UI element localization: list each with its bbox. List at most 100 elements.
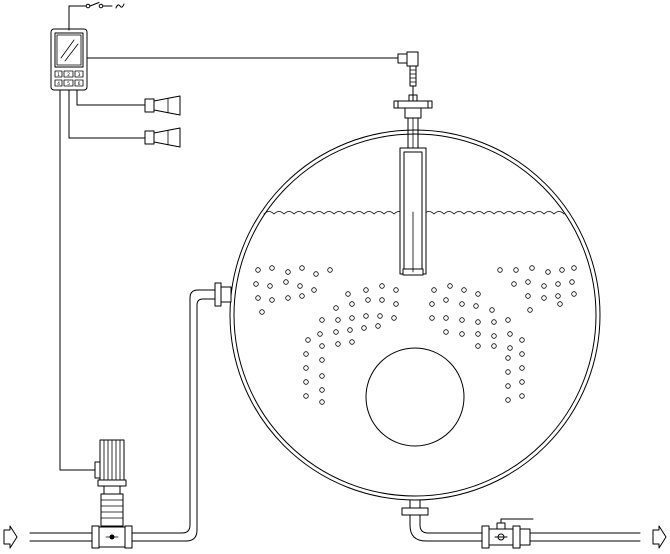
- steam-bubble: [361, 325, 367, 331]
- steam-bubble: [475, 291, 481, 297]
- keypad-key[interactable]: 2: [67, 72, 70, 78]
- steam-bubble: [333, 329, 339, 335]
- steam-bubble: [541, 283, 547, 289]
- steam-bubble: [335, 341, 341, 347]
- steam-bubble: [269, 297, 275, 303]
- steam-bubble: [269, 265, 275, 271]
- steam-bubble: [285, 269, 291, 275]
- steam-bubble: [447, 283, 453, 289]
- steam-bubble: [377, 313, 383, 319]
- steam-bubble: [519, 379, 525, 385]
- ball-valve-icon[interactable]: [481, 518, 534, 549]
- steam-bubble: [255, 295, 261, 301]
- steam-bubble: [559, 267, 565, 273]
- steam-bubble: [363, 287, 369, 293]
- steam-bubble: [505, 317, 511, 323]
- steam-bubble: [511, 281, 517, 287]
- steam-bubble: [303, 365, 309, 371]
- keypad-key[interactable]: 4: [57, 81, 60, 87]
- steam-bubble: [555, 281, 561, 287]
- steam-bubble: [303, 379, 309, 385]
- steam-bubble: [571, 291, 577, 297]
- steam-bubble: [391, 315, 397, 321]
- steam-bubble: [431, 287, 437, 293]
- steam-bubble: [489, 307, 495, 313]
- steam-bubble: [519, 393, 525, 399]
- steam-bubble: [497, 267, 503, 273]
- steam-bubble: [505, 383, 511, 389]
- control-panel-icon[interactable]: 1 2 3 4 5 6: [50, 28, 88, 91]
- horn-icon: [144, 127, 181, 148]
- steam-bubble: [333, 305, 339, 311]
- steam-bubble: [519, 337, 525, 343]
- steam-bubble: [443, 297, 449, 303]
- steam-bubble: [571, 265, 577, 271]
- steam-bubble: [525, 279, 531, 285]
- controller-keypad[interactable]: 1 2 3 4 5 6: [54, 70, 84, 87]
- steam-bubble: [459, 331, 465, 337]
- steam-bubble: [555, 293, 561, 299]
- steam-bubble: [303, 393, 309, 399]
- steam-bubble: [311, 287, 317, 293]
- steam-bubbles: [253, 265, 577, 405]
- steam-bubble: [299, 265, 305, 271]
- feed-water-pipe: [29, 282, 232, 542]
- steam-bubble: [319, 317, 325, 323]
- steam-bubble: [459, 317, 465, 323]
- steam-bubble: [319, 343, 325, 349]
- probe-assembly: [393, 94, 433, 276]
- steam-bubble: [345, 291, 351, 297]
- steam-bubble: [319, 373, 325, 379]
- steam-bubble: [443, 315, 449, 321]
- steam-bubble: [475, 331, 481, 337]
- steam-bubble: [491, 333, 497, 339]
- steam-bubble: [299, 293, 305, 299]
- steam-bubble: [527, 307, 533, 313]
- furnace-tube: [365, 347, 465, 447]
- flow-arrow-icon: [652, 525, 667, 549]
- steam-bubble: [253, 281, 259, 287]
- steam-bubble: [349, 315, 355, 321]
- keypad-key[interactable]: 5: [67, 81, 70, 87]
- keypad-key[interactable]: 6: [78, 81, 81, 87]
- steam-bubble: [461, 287, 467, 293]
- steam-bubble: [319, 399, 325, 405]
- steam-bubble: [513, 267, 519, 273]
- steam-bubble: [335, 317, 341, 323]
- power-switch-icon: [68, 2, 125, 31]
- steam-bubble: [379, 297, 385, 303]
- steam-bubble: [519, 365, 525, 371]
- steam-bubble: [541, 295, 547, 301]
- steam-bubble: [297, 283, 303, 289]
- water-level-line: [263, 211, 565, 215]
- steam-bubble: [475, 343, 481, 349]
- steam-bubble: [557, 301, 563, 307]
- steam-bubble: [459, 301, 465, 307]
- steam-bubble: [303, 351, 309, 357]
- steam-bubble: [529, 265, 535, 271]
- flow-arrow-icon: [3, 525, 18, 549]
- steam-bubble: [429, 301, 435, 307]
- steam-bubble: [569, 279, 575, 285]
- steam-bubble: [505, 369, 511, 375]
- steam-bubble: [255, 267, 261, 273]
- steam-bubble: [505, 397, 511, 403]
- steam-bubble: [349, 301, 355, 307]
- steam-bubble: [393, 287, 399, 293]
- steam-bubble: [285, 295, 291, 301]
- steam-bubble: [507, 345, 513, 351]
- steam-bubble: [363, 313, 369, 319]
- horn-icon: [144, 95, 181, 116]
- keypad-key[interactable]: 1: [57, 72, 60, 78]
- steam-bubble: [519, 351, 525, 357]
- steam-bubble: [545, 269, 551, 275]
- steam-bubble: [505, 355, 511, 361]
- steam-bubble: [507, 331, 513, 337]
- steam-bubble: [375, 323, 381, 329]
- steam-bubble: [327, 267, 333, 273]
- keypad-key[interactable]: 3: [78, 72, 81, 78]
- steam-bubble: [379, 283, 385, 289]
- vertical-pump-icon: [91, 439, 133, 549]
- steam-bubble: [317, 331, 323, 337]
